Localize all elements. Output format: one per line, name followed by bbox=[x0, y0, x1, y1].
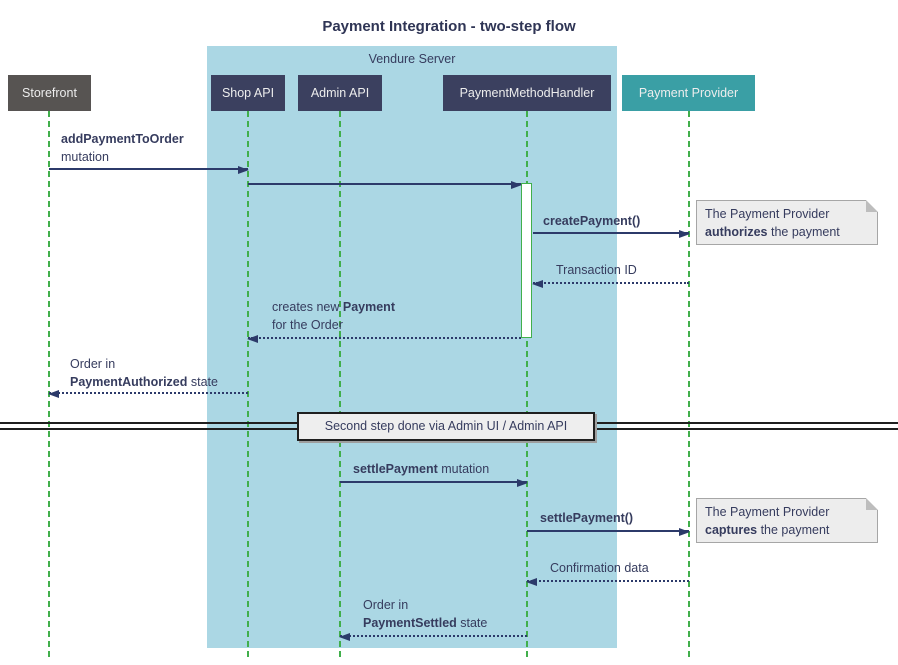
message-label-order-payment-settled: Order in PaymentSettled state bbox=[363, 598, 488, 630]
message-arrow-order-payment-settled bbox=[339, 633, 527, 641]
message-arrow-transaction-id bbox=[532, 280, 689, 288]
note-authorizes: The Payment Provider authorizes the paym… bbox=[696, 200, 878, 245]
message-label-order-payment-authorized: Order in PaymentAuthorized state bbox=[70, 357, 218, 389]
message-arrow-settle-payment-mutation bbox=[340, 479, 528, 487]
lifeline-admin-api bbox=[339, 111, 341, 657]
arrowhead-icon bbox=[48, 390, 59, 398]
divider-label: Second step done via Admin UI / Admin AP… bbox=[324, 419, 568, 433]
message-label-confirmation-data: Confirmation data bbox=[550, 561, 649, 575]
arrowhead-icon bbox=[339, 633, 350, 641]
note-captures: The Payment Provider captures the paymen… bbox=[696, 498, 878, 543]
arrowhead-icon bbox=[679, 230, 690, 238]
lifeline-payment-provider bbox=[688, 111, 690, 657]
arrowhead-icon bbox=[526, 578, 537, 586]
participant-payment-provider: Payment Provider bbox=[622, 75, 755, 111]
message-label-create-payment: createPayment() bbox=[543, 214, 641, 228]
message-arrow-settle-payment-call bbox=[527, 528, 690, 536]
arrowhead-icon bbox=[679, 528, 690, 536]
message-label-add-payment-to-order: addPaymentToOrder mutation bbox=[61, 132, 184, 164]
message-label-transaction-id: Transaction ID bbox=[556, 263, 637, 277]
divider: Second step done via Admin UI / Admin AP… bbox=[297, 412, 595, 441]
lifeline-storefront bbox=[48, 111, 50, 657]
message-label-settle-payment-mutation: settlePayment mutation bbox=[353, 462, 490, 476]
message-arrow-creates-new-payment bbox=[247, 335, 521, 343]
participant-admin-api: Admin API bbox=[298, 75, 382, 111]
arrowhead-icon bbox=[517, 479, 528, 487]
message-arrow-create-payment bbox=[533, 230, 690, 238]
message-arrow-confirmation-data bbox=[526, 578, 689, 586]
arrowhead-icon bbox=[511, 181, 522, 189]
message-arrow-shop-to-handler bbox=[248, 181, 522, 189]
message-label-settle-payment-call: settlePayment() bbox=[540, 511, 634, 525]
vendure-server-frame bbox=[207, 46, 617, 648]
lifeline-shop-api bbox=[247, 111, 249, 657]
vendure-server-label: Vendure Server bbox=[368, 52, 456, 66]
message-arrow-order-payment-authorized bbox=[48, 390, 248, 398]
activation-bar-payment-method-handler bbox=[521, 183, 532, 338]
arrowhead-icon bbox=[532, 280, 543, 288]
arrowhead-icon bbox=[247, 335, 258, 343]
participant-payment-method-handler: PaymentMethodHandler bbox=[443, 75, 611, 111]
lifeline-payment-method-handler bbox=[526, 111, 528, 657]
participant-shop-api: Shop API bbox=[211, 75, 285, 111]
message-arrow-add-payment-to-order bbox=[49, 166, 249, 174]
participant-storefront: Storefront bbox=[8, 75, 91, 111]
message-label-creates-new-payment: creates new Payment for the Order bbox=[272, 300, 395, 332]
arrowhead-icon bbox=[238, 166, 249, 174]
diagram-title: Payment Integration - two-step flow bbox=[322, 18, 576, 35]
